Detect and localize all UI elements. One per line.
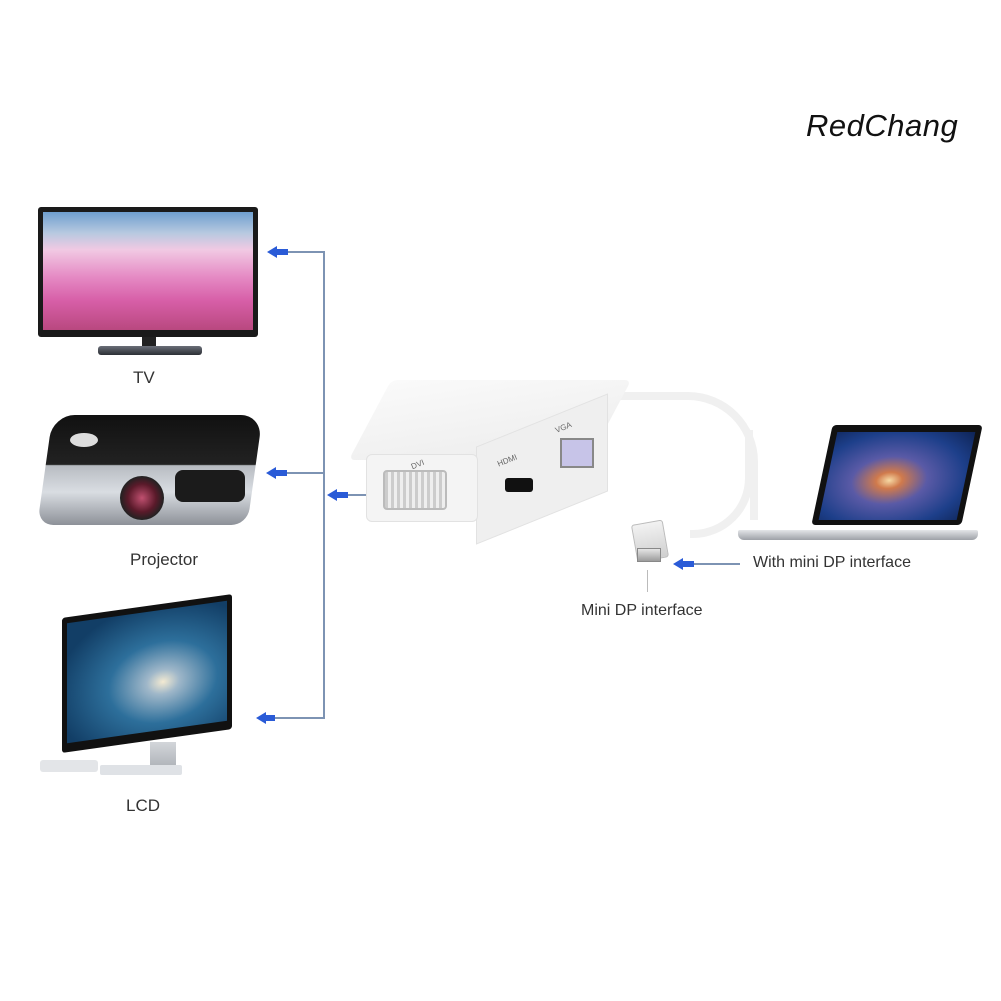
arrow-left-icon bbox=[267, 246, 277, 258]
cable-loop bbox=[690, 430, 753, 538]
arrow-left-icon bbox=[327, 489, 337, 501]
dvi-port-icon bbox=[383, 470, 447, 510]
laptop-base bbox=[738, 530, 978, 540]
laptop-screen bbox=[818, 432, 976, 520]
vga-port-icon bbox=[560, 438, 594, 468]
projector-connector-line bbox=[285, 472, 325, 474]
vertical-connector-line bbox=[323, 251, 325, 718]
tv-connector-line bbox=[285, 251, 325, 253]
projector-label: Projector bbox=[130, 550, 199, 569]
mini-dp-plug bbox=[637, 548, 661, 562]
arrow-left-icon bbox=[673, 558, 683, 570]
projector-lens bbox=[120, 476, 164, 520]
laptop-label: With mini DP interface bbox=[753, 554, 911, 571]
laptop-connector-line bbox=[690, 563, 740, 565]
adapter-connector-line bbox=[340, 494, 370, 496]
tv-label: TV bbox=[133, 368, 155, 387]
projector-vent bbox=[175, 470, 245, 502]
tv-screen bbox=[43, 212, 253, 330]
lcd-label: LCD bbox=[126, 796, 161, 815]
mac-mini-icon bbox=[40, 760, 98, 772]
brand-watermark: RedChang bbox=[806, 108, 959, 143]
monitor-stand-base bbox=[100, 765, 182, 775]
arrow-left-icon bbox=[266, 467, 276, 479]
hdmi-port-icon bbox=[505, 478, 533, 492]
mini-dp-label: Mini DP interface bbox=[581, 602, 703, 619]
monitor-screen bbox=[67, 600, 227, 744]
arrow-left-icon bbox=[256, 712, 266, 724]
cable bbox=[600, 392, 758, 520]
projector-control bbox=[70, 433, 98, 447]
connector-pointer-line bbox=[647, 570, 648, 592]
arrow-laptop-shaft bbox=[682, 561, 694, 567]
arrow-projector-shaft bbox=[275, 470, 287, 476]
arrow-lcd-shaft bbox=[265, 715, 275, 721]
arrow-adapter-shaft bbox=[336, 492, 348, 498]
arrow-tv-shaft bbox=[276, 249, 288, 255]
monitor-stand bbox=[150, 742, 176, 768]
tv-stand-base bbox=[98, 346, 202, 355]
lcd-connector-line bbox=[265, 717, 325, 719]
